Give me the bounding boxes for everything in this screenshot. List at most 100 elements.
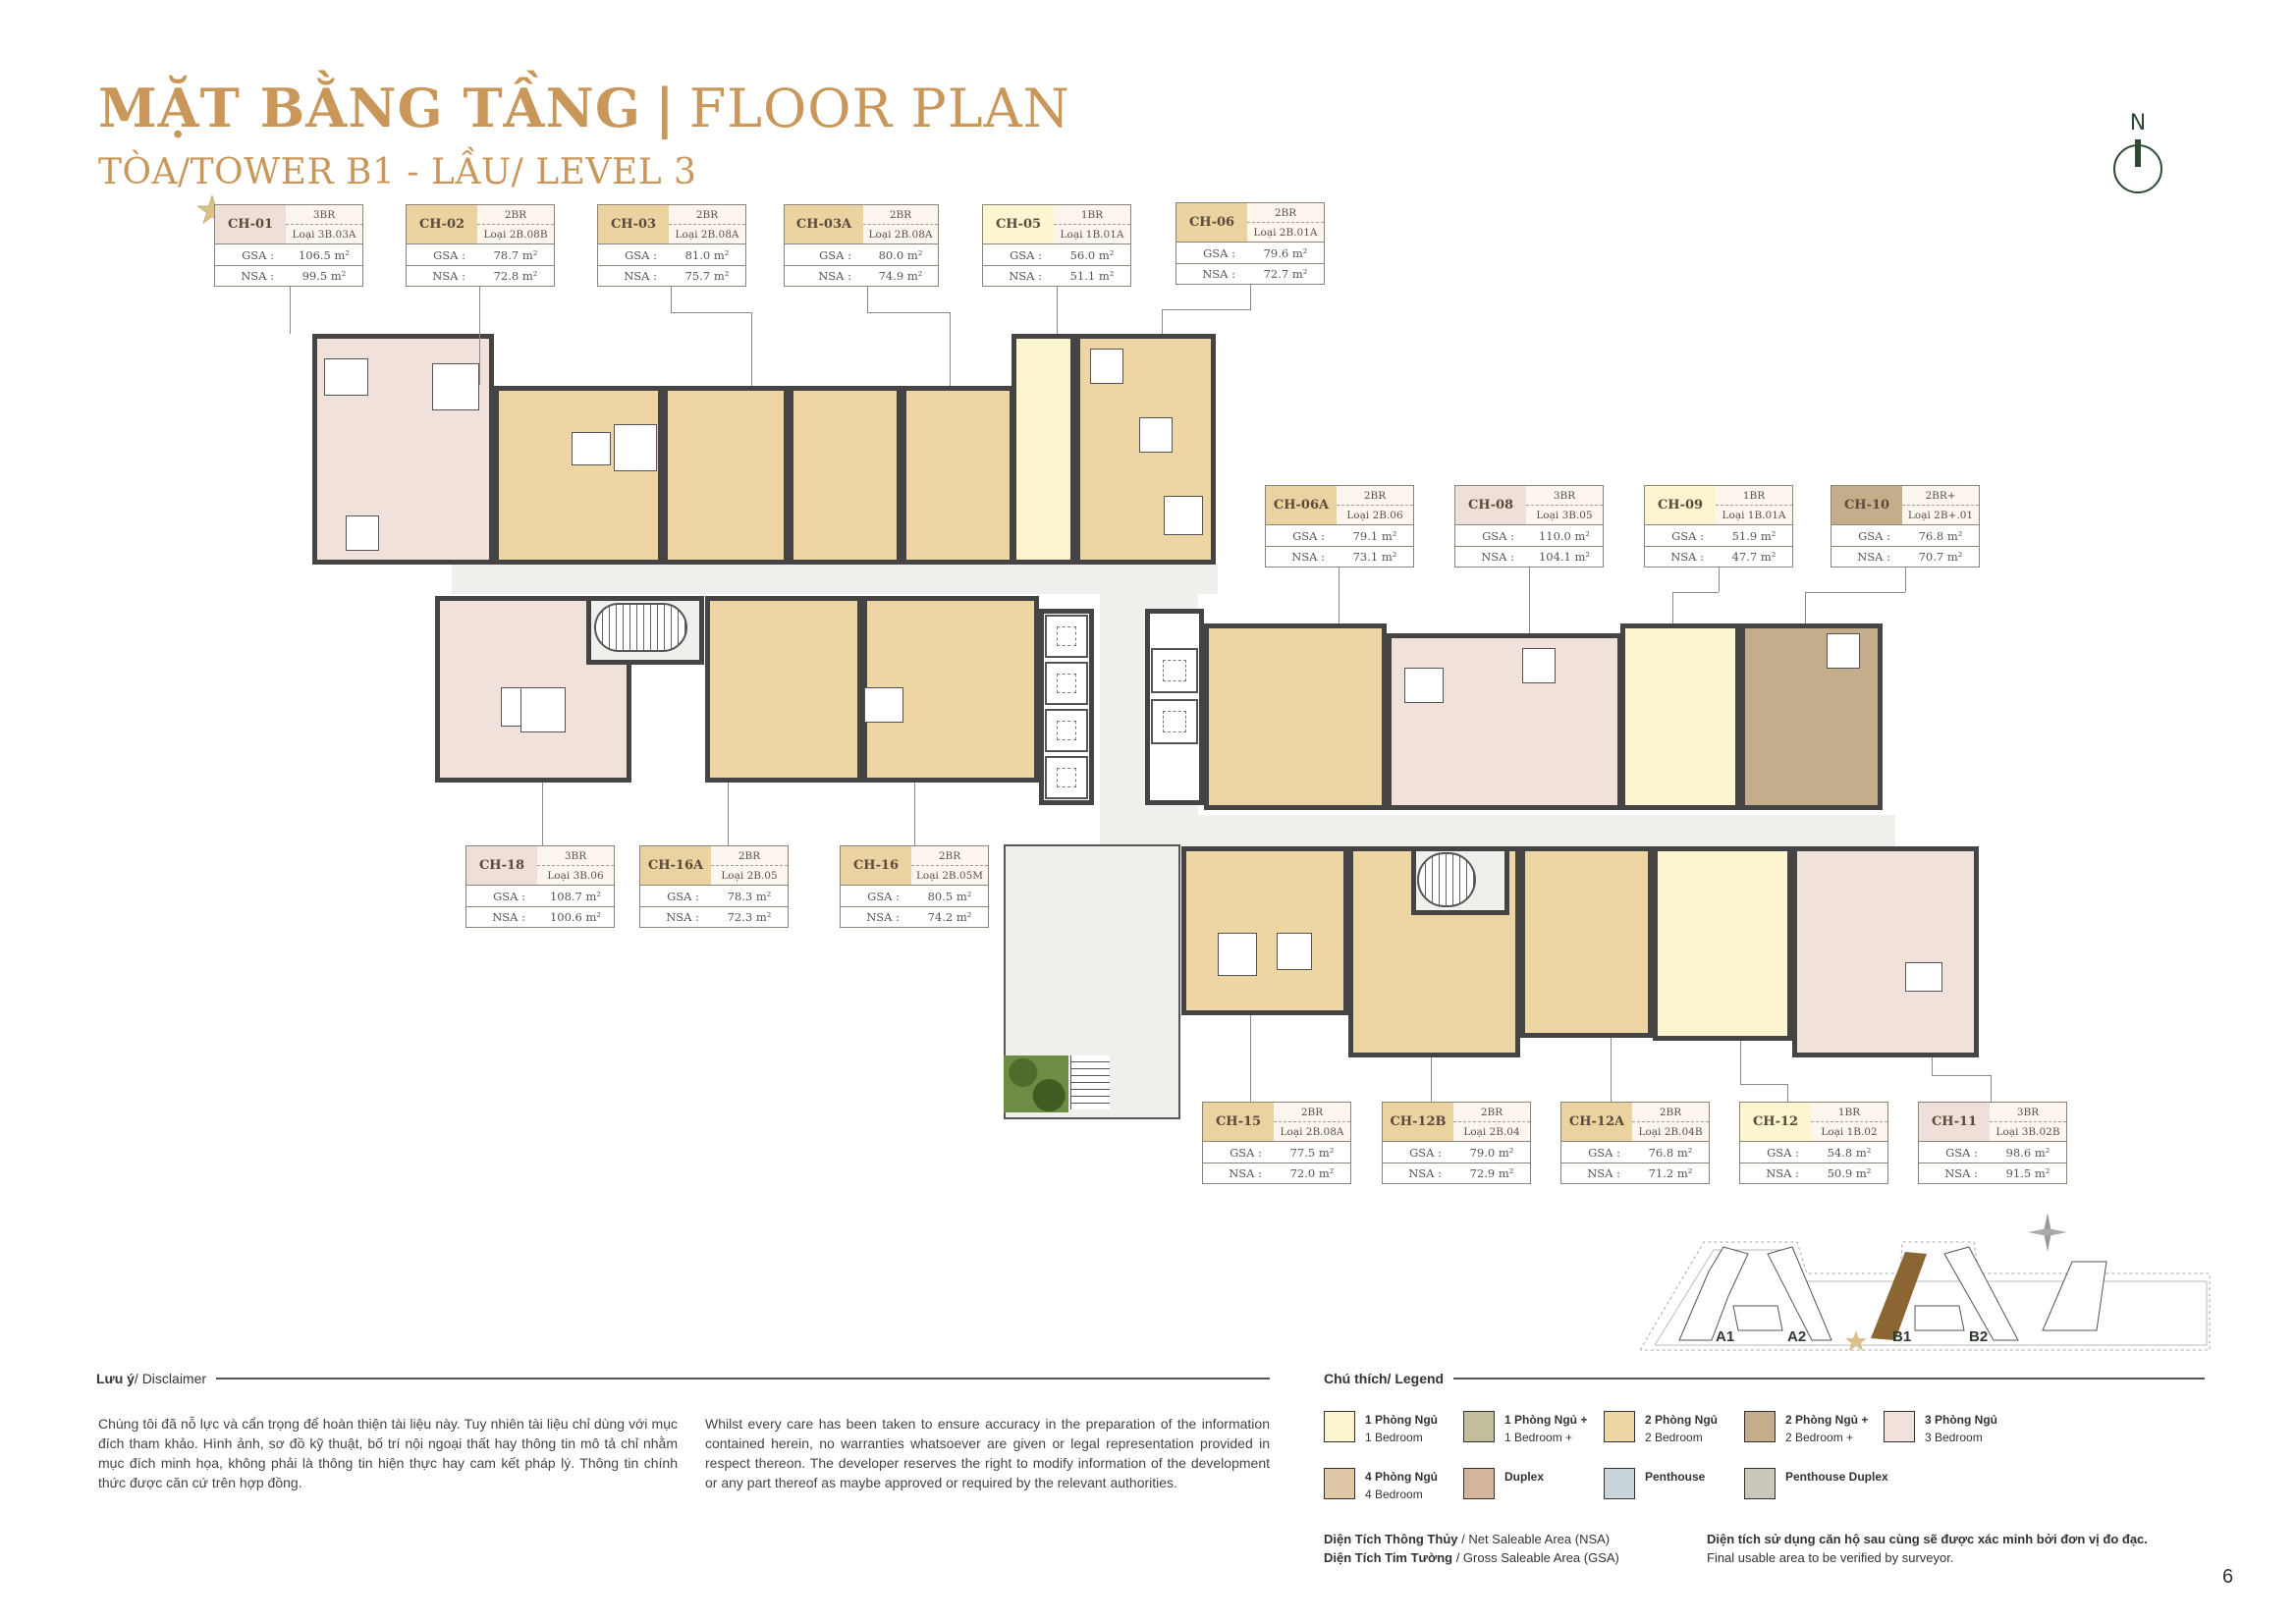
site-key-map: A1 A2 B1 B2 xyxy=(1635,1193,2224,1360)
leader-ch-16a xyxy=(728,783,729,845)
nsa-definition: Diện Tích Thông Thủy / Net Saleable Area… xyxy=(1324,1530,1610,1548)
unit-ch-03b[interactable] xyxy=(902,386,1014,565)
unit-model: Loại 2B.01A xyxy=(1253,226,1318,239)
unit-ch-02[interactable] xyxy=(494,386,663,565)
unit-code: CH-12A xyxy=(1561,1103,1632,1141)
unit-model: Loại 2B.04B xyxy=(1638,1125,1703,1138)
unit-ch-06a[interactable] xyxy=(1204,623,1387,810)
gsa-value: 79.1 m² xyxy=(1352,528,1397,543)
nsa-value: 47.7 m² xyxy=(1731,550,1777,564)
entrance-steps xyxy=(1070,1055,1110,1109)
unit-code: CH-12B xyxy=(1383,1103,1453,1141)
keymap-label-b1: B1 xyxy=(1892,1328,1912,1345)
unit-model: Loại 3B.02B xyxy=(1995,1125,2060,1138)
nsa-label: NSA : xyxy=(1857,550,1890,564)
unit-ch-09[interactable] xyxy=(1620,623,1740,810)
legend-label-vi: Penthouse Duplex xyxy=(1785,1470,1888,1484)
nsa-value: 72.8 m² xyxy=(493,269,538,283)
unit-ch-03[interactable] xyxy=(663,386,789,565)
leader-ch-03v xyxy=(751,312,752,386)
lift-2-icon xyxy=(1045,662,1088,705)
gsa-label: GSA : xyxy=(625,247,657,262)
divider xyxy=(216,1378,1270,1380)
unit-type: 2BR xyxy=(1247,203,1324,223)
unit-code: CH-16A xyxy=(640,846,711,885)
legend-label-en: 1 Bedroom + xyxy=(1504,1431,1573,1444)
page-title: MẶT BẰNG TẦNG|FLOOR PLAN xyxy=(98,77,1070,139)
final-area-note-vi: Diện tích sử dụng căn hộ sau cùng sẽ đượ… xyxy=(1707,1530,2148,1548)
nsa-label: NSA : xyxy=(492,910,525,924)
unit-type: 2BR xyxy=(1453,1103,1530,1122)
gsa-en: / Gross Saleable Area (GSA) xyxy=(1452,1550,1619,1565)
gsa-label: GSA : xyxy=(433,247,465,262)
gsa-value: 76.8 m² xyxy=(1918,528,1963,543)
sofa-icon xyxy=(1218,933,1257,976)
leader-ch-11 xyxy=(1932,1057,1933,1075)
gsa-value: 76.8 m² xyxy=(1648,1145,1693,1160)
sofa-icon xyxy=(520,687,566,732)
unit-model: Loại 2B.04 xyxy=(1463,1125,1520,1138)
title-separator: | xyxy=(655,77,676,139)
gsa-value: 79.6 m² xyxy=(1263,245,1308,260)
unit-ch-15[interactable] xyxy=(1181,846,1348,1015)
unit-ch-05[interactable] xyxy=(1011,334,1075,565)
nsa-value: 72.9 m² xyxy=(1469,1166,1514,1180)
unit-ch-11[interactable] xyxy=(1792,846,1979,1057)
disclaimer-text-en: Whilst every care has been taken to ensu… xyxy=(705,1416,1270,1490)
legend-item-duplex: Duplex xyxy=(1463,1468,1544,1499)
leader-ch-11h xyxy=(1932,1075,1991,1076)
unit-ch-12a[interactable] xyxy=(1520,846,1653,1038)
nsa-value: 71.2 m² xyxy=(1648,1166,1693,1180)
leader-ch-08 xyxy=(1529,568,1530,633)
gsa-vi: Diện Tích Tim Tường xyxy=(1324,1550,1453,1565)
keymap-label-b2: B2 xyxy=(1969,1328,1989,1345)
sofa-icon xyxy=(614,424,657,471)
unit-ch-16a[interactable] xyxy=(705,596,862,783)
unit-model: Loại 2B.06 xyxy=(1346,509,1403,521)
unit-ch-12[interactable] xyxy=(1653,846,1792,1041)
leader-ch-10v xyxy=(1805,592,1806,623)
bed-icon xyxy=(1404,668,1444,703)
legend-label-vi: 3 Phòng Ngủ xyxy=(1925,1413,1997,1427)
unit-type: 2BR xyxy=(711,846,788,866)
bed-icon xyxy=(1139,417,1173,453)
gsa-definition: Diện Tích Tim Tường / Gross Saleable Are… xyxy=(1324,1548,1619,1567)
unit-type: 2BR xyxy=(1337,486,1413,506)
unit-ch-08[interactable] xyxy=(1387,633,1622,810)
leader-ch-12v xyxy=(1787,1084,1788,1102)
unit-type: 2BR+ xyxy=(1902,486,1979,506)
unit-type: 2BR xyxy=(1632,1103,1709,1122)
leader-ch-12h xyxy=(1740,1084,1787,1085)
legend-label-en: 2 Bedroom + xyxy=(1785,1431,1854,1444)
leader-ch-09v xyxy=(1672,592,1673,623)
unit-code: CH-03 xyxy=(598,205,669,243)
gsa-label: GSA : xyxy=(1588,1145,1620,1160)
unit-ch-03a[interactable] xyxy=(789,386,902,565)
unit-code: CH-03A xyxy=(785,205,863,243)
gsa-value: 51.9 m² xyxy=(1731,528,1777,543)
gsa-value: 81.0 m² xyxy=(684,247,730,262)
leader-ch-12a xyxy=(1611,1038,1612,1102)
gsa-label: GSA : xyxy=(493,889,525,903)
gsa-value: 54.8 m² xyxy=(1827,1145,1872,1160)
unit-ch-10[interactable] xyxy=(1740,623,1883,810)
